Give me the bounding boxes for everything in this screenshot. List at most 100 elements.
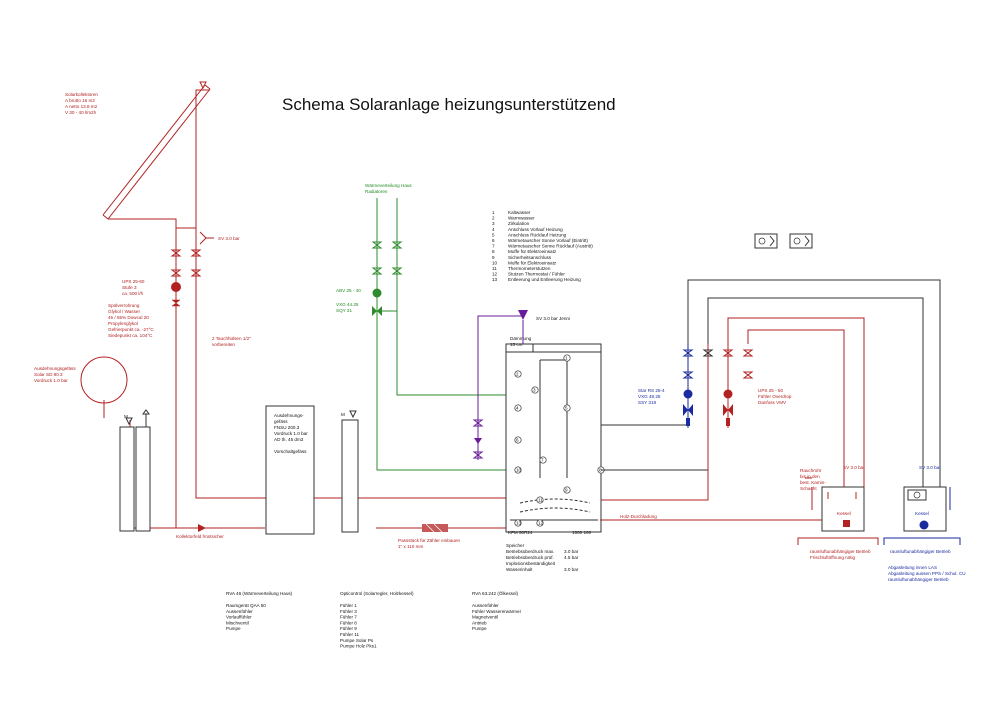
left-vessels: M bbox=[119, 409, 151, 532]
svg-text:Vordruck 1.0 bar: Vordruck 1.0 bar bbox=[34, 378, 68, 383]
svg-text:Frischluftöffnung nötig: Frischluftöffnung nötig bbox=[810, 555, 856, 560]
middle-vessel: M bbox=[341, 410, 359, 533]
ctrl3-item: Pumpe bbox=[472, 626, 487, 631]
legend-item: Sicherheitsanschluss bbox=[508, 255, 552, 260]
sensor-icon-2 bbox=[789, 233, 813, 249]
storage-port-number: 10 bbox=[516, 468, 522, 473]
legend-item: Kaltwasser bbox=[508, 210, 531, 215]
svg-text:Abgasleitung aussen PPS / Schu: Abgasleitung aussen PPS / Schul. CU bbox=[888, 571, 966, 576]
svg-text:Glykol / Wasser: Glykol / Wasser bbox=[108, 309, 140, 314]
svg-text:Solarkollektoren: Solarkollektoren bbox=[65, 92, 98, 97]
storage-port-number: 7 bbox=[541, 458, 544, 463]
svg-text:Implosionsbeständigkeit: Implosionsbeständigkeit bbox=[506, 561, 556, 566]
mixing-valve-text: ABV 25 - 40 VXG 44.25 SQY 31 bbox=[336, 288, 361, 313]
expansion-vessel-text: Ausdehnungsgefäss Solar SD 80.3 Vordruck… bbox=[34, 366, 76, 383]
svg-text:Spülverrohrung: Spülverrohrung bbox=[108, 303, 140, 308]
svg-text:Ausdehnungsgefäss: Ausdehnungsgefäss bbox=[34, 366, 76, 371]
storage-port bbox=[563, 354, 571, 362]
storage-sv-label: SV 3.0 bar Jenni bbox=[536, 316, 570, 321]
storage-port bbox=[536, 519, 544, 527]
storage-port bbox=[563, 486, 571, 494]
legend-item: Entleerung und Entleerung Heizung bbox=[508, 277, 581, 282]
boiler-left: Kessel bbox=[805, 477, 865, 532]
legend-item: Thermometerstutzen bbox=[508, 266, 551, 271]
heating-pipes bbox=[371, 198, 510, 471]
ctrl1-item: Vorlauffühler bbox=[226, 615, 252, 620]
boiler-valves bbox=[682, 349, 754, 426]
svg-text:UPS 25 - 50: UPS 25 - 50 bbox=[758, 388, 783, 393]
svg-text:Kessel: Kessel bbox=[837, 511, 851, 516]
ctrl3-item: Antrieb bbox=[472, 620, 487, 625]
storage-port bbox=[531, 386, 539, 394]
solar-sv-label: SV 3.0 bar bbox=[218, 236, 240, 241]
frost-protection-label: Kollektorfeld frostsicher bbox=[176, 534, 224, 539]
wood-charge-label: Holz-Durchladung bbox=[620, 514, 657, 519]
ctrl2-item: Fühler 8 bbox=[340, 620, 357, 625]
storage-port bbox=[514, 519, 522, 527]
solar-pump-icon bbox=[171, 282, 181, 307]
svg-text:Stufe 3: Stufe 3 bbox=[122, 285, 137, 290]
storage-spec: Speicher Betriebsüberdruck max. 3.0 bar … bbox=[506, 543, 579, 572]
insulation-text: Dämmung 13 cm bbox=[510, 336, 532, 347]
chimney-text: Rauchrohr bis in den best. Kamin- Schach… bbox=[800, 468, 826, 491]
boiler-right: Kessel bbox=[903, 486, 951, 532]
svg-text:2 Tauchhülsen 1/2": 2 Tauchhülsen 1/2" bbox=[212, 336, 251, 341]
pump-ups-text: UPS 25 - 50 Fühler Overdrop Danfoss VMV bbox=[758, 388, 792, 405]
legend-item: Anschluss Vorlauf Heizung bbox=[508, 227, 563, 232]
ctrl2-title: Opticontrol (Solarregler, Holzkessel) bbox=[340, 591, 414, 596]
fluid-text: Spülverrohrung Glykol / Wasser 45 / 55% … bbox=[108, 303, 154, 338]
legend-number: 6 bbox=[492, 238, 495, 243]
ctrl1-item: Raumgerät QAA 50 bbox=[226, 603, 266, 608]
svg-text:VXG 44.25: VXG 44.25 bbox=[336, 302, 359, 307]
frost-valve bbox=[198, 524, 206, 532]
storage-port-number: 2 bbox=[516, 372, 519, 377]
legend-number: 5 bbox=[492, 232, 495, 237]
ctrl3-item: Aussenfühler bbox=[472, 603, 499, 608]
storage-port-number: 3 bbox=[533, 388, 536, 393]
legend-number: 9 bbox=[492, 255, 495, 260]
storage-port-number: 9 bbox=[565, 488, 568, 493]
boiler-right-sv: SV 3.0 bar bbox=[919, 465, 941, 470]
boiler-left-note: raumluftunabhängiger Betrieb Frischluftö… bbox=[810, 549, 871, 560]
sleeves-text: 2 Tauchhülsen 1/2" vorbereiten bbox=[212, 336, 251, 347]
ctrl3-item: Magnetventil bbox=[472, 615, 498, 620]
controller-lists: RVA 46 (Wärmeverteilung Haus) Opticontro… bbox=[226, 590, 522, 649]
ctrl2-item: Fühler 11 bbox=[340, 632, 360, 637]
legend-item: Warmwasser bbox=[508, 216, 535, 221]
sensor-icon-1 bbox=[754, 233, 778, 249]
svg-text:Abgasleitung innen LAS: Abgasleitung innen LAS bbox=[888, 565, 937, 570]
storage-port bbox=[536, 496, 544, 504]
svg-text:bis in den: bis in den bbox=[800, 474, 820, 479]
svg-text:ABV 25 - 40: ABV 25 - 40 bbox=[336, 288, 361, 293]
svg-text:A brutto 16 m2: A brutto 16 m2 bbox=[65, 98, 95, 103]
svg-text:4.5 bar: 4.5 bar bbox=[564, 555, 579, 560]
svg-text:Speicher: Speicher bbox=[506, 543, 525, 548]
storage-port-number: 8 bbox=[599, 468, 602, 473]
boiler-right-note: raumluftunabhängiger Betrieb Abgasleitun… bbox=[888, 549, 966, 582]
storage-port bbox=[514, 466, 522, 474]
storage-port-number: 6 bbox=[516, 438, 519, 443]
collector-text: Solarkollektoren A brutto 16 m2 A netto … bbox=[65, 92, 98, 115]
svg-text:Danfoss VMV: Danfoss VMV bbox=[758, 400, 787, 405]
storage-port bbox=[563, 404, 571, 412]
svg-text:Passstück für Zähler einbauen: Passstück für Zähler einbauen bbox=[398, 538, 460, 543]
svg-text:3.0 bar: 3.0 bar bbox=[564, 567, 579, 572]
pump-star-text: Star RS 25-4 VXG 48.25 SSY 319 bbox=[638, 388, 665, 405]
legend-number: 7 bbox=[492, 244, 495, 249]
ctrl1-item: Pumpe bbox=[226, 626, 241, 631]
legend-number: 1 bbox=[492, 210, 495, 215]
svg-text:raumluftunabhängiger Betrieb: raumluftunabhängiger Betrieb bbox=[888, 577, 949, 582]
legend-number: 10 bbox=[492, 260, 498, 265]
legend-number: 2 bbox=[492, 216, 495, 221]
svg-text:raumluftunabhängiger Betrieb: raumluftunabhängiger Betrieb bbox=[890, 549, 951, 554]
ctrl3-item: Fühler Wassererwärmer bbox=[472, 609, 522, 614]
storage-safety-pipe bbox=[472, 310, 528, 460]
ctrl2-item: Fühler 7 bbox=[340, 615, 357, 620]
ctrl1-item: Aussenfühler bbox=[226, 609, 253, 614]
heating-dist-text: Wärmeverteilung Haus Radiatoren bbox=[365, 183, 412, 194]
svg-text:Betriebsüberdruck max.: Betriebsüberdruck max. bbox=[506, 549, 555, 554]
svg-text:Solar SD 80.3: Solar SD 80.3 bbox=[34, 372, 63, 377]
svg-text:UPS 25-60: UPS 25-60 bbox=[122, 279, 145, 284]
